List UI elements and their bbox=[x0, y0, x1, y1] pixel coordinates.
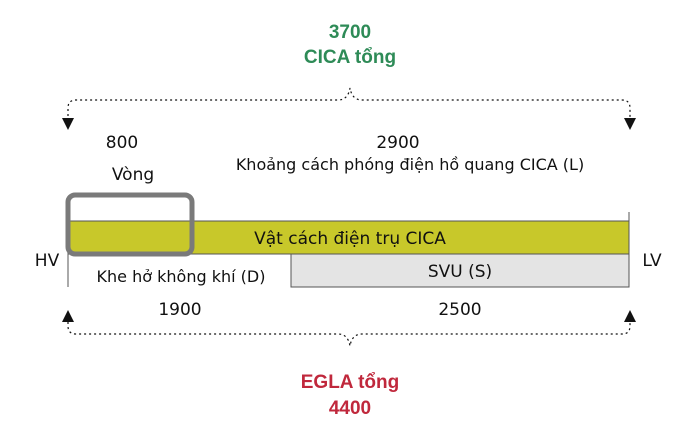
bottom-right-arrow-icon bbox=[624, 310, 636, 322]
arc-distance-value: 2900 bbox=[376, 133, 419, 153]
bottom-total-label: EGLA tổng bbox=[301, 372, 400, 393]
top-total-label: CICA tổng bbox=[304, 47, 396, 68]
svu-bar bbox=[290, 253, 630, 288]
svu-label: SVU (S) bbox=[428, 262, 492, 282]
ring-value: 800 bbox=[106, 133, 138, 153]
bottom-total-value: 4400 bbox=[329, 398, 371, 419]
insulator-bar bbox=[67, 220, 630, 255]
air-gap-value: 1900 bbox=[158, 300, 201, 320]
grading-ring bbox=[65, 192, 195, 257]
ring-label: Vòng bbox=[112, 165, 154, 185]
top-total-value: 3700 bbox=[329, 22, 371, 43]
top-left-arrow-icon bbox=[62, 118, 74, 130]
insulator-label: Vật cách điện trụ CICA bbox=[254, 229, 446, 249]
hv-label: HV bbox=[35, 251, 60, 271]
top-brace bbox=[67, 87, 631, 126]
lv-label: LV bbox=[642, 251, 662, 271]
air-gap-label: Khe hở không khí (D) bbox=[97, 267, 266, 286]
top-right-arrow-icon bbox=[624, 118, 636, 130]
svu-value: 2500 bbox=[438, 300, 481, 320]
bottom-left-arrow-icon bbox=[62, 310, 74, 322]
arc-distance-label: Khoảng cách phóng điện hồ quang CICA (L) bbox=[236, 155, 584, 174]
bottom-brace bbox=[67, 312, 631, 347]
